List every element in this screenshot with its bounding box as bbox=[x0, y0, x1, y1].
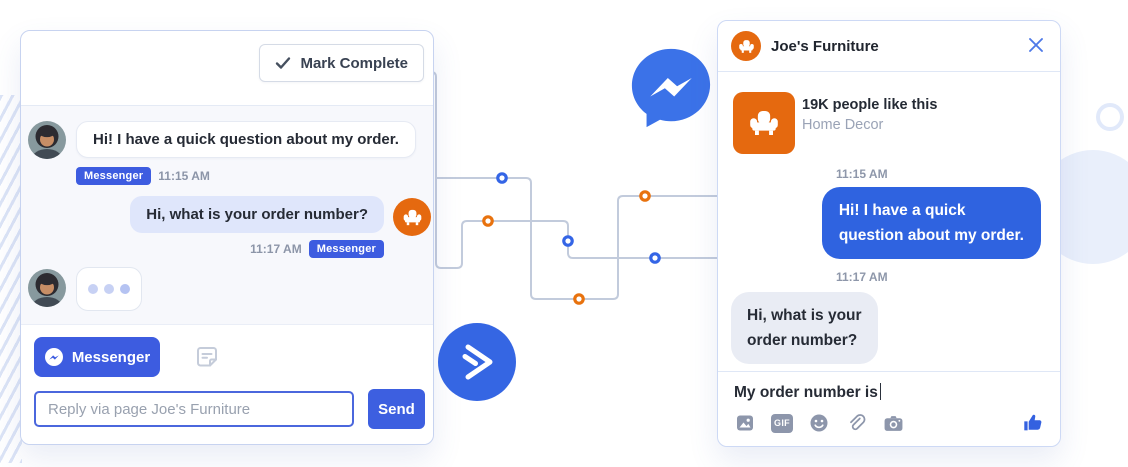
node-orange bbox=[639, 190, 651, 202]
incoming-message-bubble: Hi! I have a quick question about my ord… bbox=[76, 121, 416, 158]
typing-dot bbox=[104, 284, 114, 294]
page-avatar bbox=[731, 31, 761, 61]
customer-avatar bbox=[28, 269, 66, 307]
gif-button[interactable]: GIF bbox=[771, 412, 793, 434]
node-blue bbox=[562, 235, 574, 247]
close-icon bbox=[1029, 38, 1043, 52]
camera-button[interactable] bbox=[882, 412, 904, 434]
node-blue bbox=[649, 252, 661, 264]
customer-message-bubble: Hi! I have a quick question about my ord… bbox=[821, 187, 1041, 259]
photo-icon bbox=[737, 415, 753, 431]
note-icon bbox=[197, 347, 217, 367]
typing-dot bbox=[88, 284, 98, 294]
outgoing-message-meta: 11:17 AM Messenger bbox=[250, 240, 384, 258]
couch-icon bbox=[738, 39, 754, 53]
chat-body: 19K people like this Home Decor 11:15 AM… bbox=[718, 72, 1060, 370]
page-title: Joe's Furniture bbox=[771, 37, 879, 55]
diagonal-stripes-decoration bbox=[0, 95, 22, 463]
camera-icon bbox=[884, 415, 902, 431]
ring-decoration bbox=[1096, 103, 1124, 131]
attachment-button[interactable] bbox=[845, 412, 867, 434]
message-timestamp: 11:17 AM bbox=[836, 270, 888, 284]
couch-icon bbox=[403, 209, 421, 225]
outgoing-timestamp: 11:17 AM bbox=[250, 242, 302, 256]
typing-dot bbox=[120, 284, 130, 294]
messenger-icon bbox=[44, 348, 63, 366]
chat-header: Joe's Furniture bbox=[718, 21, 1060, 72]
typing-indicator bbox=[76, 267, 142, 311]
message-composer: My order number is GIF bbox=[718, 371, 1060, 446]
messenger-button-label: Messenger bbox=[71, 348, 151, 366]
page-message-bubble: Hi, what is your order number? bbox=[731, 292, 878, 364]
agent-avatar bbox=[393, 198, 431, 236]
messenger-channel-badge: Messenger bbox=[308, 240, 384, 258]
reply-composer: Messenger Send bbox=[21, 324, 433, 444]
incoming-message-meta: Messenger 11:15 AM bbox=[76, 167, 210, 185]
customer-avatar bbox=[28, 121, 66, 159]
helpdesk-conversation-card: Mark Complete Hi! I have a quick questio… bbox=[20, 30, 434, 445]
composer-toolbar: GIF bbox=[734, 412, 1044, 434]
paperclip-icon bbox=[850, 414, 866, 431]
thumbs-up-icon bbox=[1024, 414, 1042, 431]
page-likes: 19K people like this bbox=[802, 97, 938, 113]
message-timestamp: 11:15 AM bbox=[836, 167, 888, 181]
node-blue bbox=[496, 172, 508, 184]
check-icon bbox=[276, 57, 291, 69]
messenger-chat-window: Joe's Furniture 19K people like this Hom… bbox=[717, 20, 1061, 447]
node-orange bbox=[573, 293, 585, 305]
page-profile-image bbox=[733, 92, 795, 154]
messenger-logo bbox=[627, 44, 715, 132]
page-category: Home Decor bbox=[802, 117, 884, 133]
messenger-bubble-icon bbox=[631, 48, 711, 128]
reply-input[interactable] bbox=[34, 391, 354, 427]
outgoing-message-bubble: Hi, what is your order number? bbox=[130, 196, 384, 233]
emoji-icon bbox=[810, 414, 828, 432]
couch-icon bbox=[750, 111, 778, 135]
note-button[interactable] bbox=[194, 344, 220, 370]
helpdesk-header: Mark Complete bbox=[21, 31, 433, 106]
activecampaign-chevron-icon bbox=[438, 323, 516, 401]
messenger-channel-badge: Messenger bbox=[76, 167, 152, 185]
photo-button[interactable] bbox=[734, 412, 756, 434]
close-button[interactable] bbox=[1025, 35, 1047, 57]
conversation-thread: Hi! I have a quick question about my ord… bbox=[21, 106, 433, 324]
emoji-button[interactable] bbox=[808, 412, 830, 434]
text-cursor bbox=[879, 383, 882, 400]
messenger-channel-button[interactable]: Messenger bbox=[34, 337, 160, 377]
like-button[interactable] bbox=[1022, 412, 1044, 434]
mark-complete-button[interactable]: Mark Complete bbox=[259, 44, 424, 82]
gif-icon: GIF bbox=[771, 413, 793, 433]
incoming-timestamp: 11:15 AM bbox=[158, 169, 210, 183]
send-button[interactable]: Send bbox=[368, 389, 425, 429]
mark-complete-label: Mark Complete bbox=[300, 54, 408, 72]
composer-text-input[interactable]: My order number is bbox=[734, 384, 878, 401]
activecampaign-logo bbox=[438, 323, 516, 401]
node-orange bbox=[482, 215, 494, 227]
